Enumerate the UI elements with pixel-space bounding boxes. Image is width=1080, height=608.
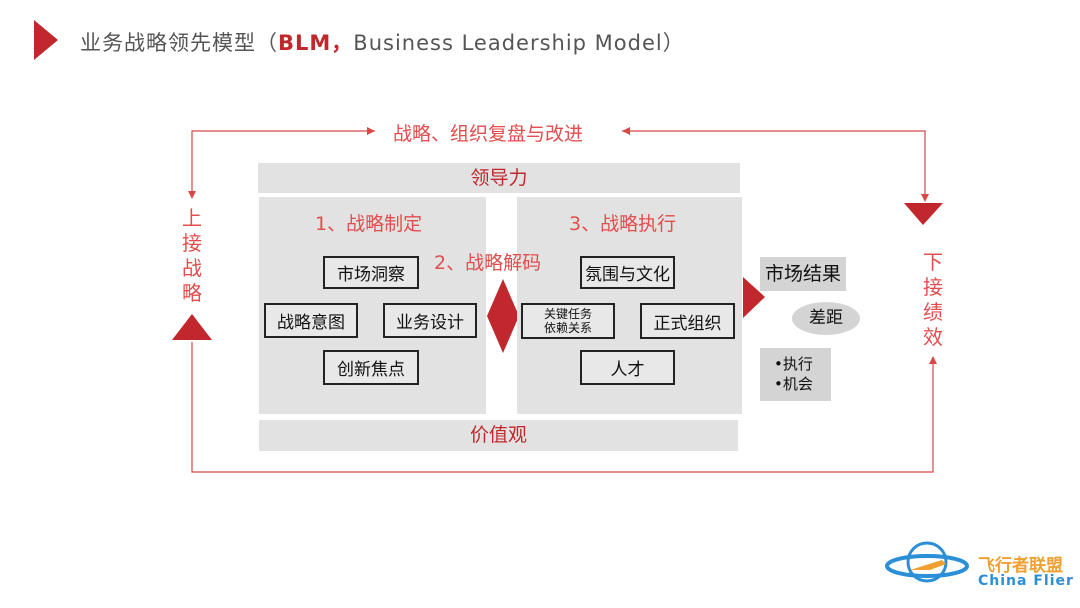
arrowhead-icon — [367, 127, 375, 135]
upstream-strategy-label: 上接战略 — [182, 206, 202, 305]
gap-ellipse: 差距 — [792, 302, 860, 335]
arrowhead-icon — [188, 191, 196, 199]
strategic-intent-box: 战略意图 — [264, 303, 358, 338]
watermark-en: China Flier — [978, 573, 1074, 589]
arrowhead-icon — [929, 356, 937, 364]
page-title: 业务战略领先模型（BLM，Business Leadership Model） — [80, 31, 685, 55]
strategy-decoding-label: 2、战略解码 — [434, 252, 542, 274]
talent-box: 人才 — [580, 350, 675, 385]
climate-culture-box: 氛围与文化 — [580, 256, 675, 289]
china-flier-logo-icon — [885, 541, 969, 583]
opportunity-item: •机会 — [774, 375, 813, 393]
right-triangle-icon — [743, 277, 765, 318]
downstream-performance-label: 下接绩效 — [923, 250, 943, 349]
leadership-band: 领导力 — [258, 163, 740, 193]
market-result-box: 市场结果 — [760, 257, 846, 291]
critical-tasks-label: 关键任务 — [543, 307, 592, 321]
arrowhead-icon — [921, 194, 929, 202]
arrowhead-icon — [622, 127, 630, 135]
title-arrow-icon — [34, 20, 58, 60]
dependencies-label: 依赖关系 — [543, 321, 592, 335]
execution-item: •执行 — [774, 355, 813, 373]
market-insight-box: 市场洞察 — [323, 256, 419, 289]
decode-diamond-icon — [487, 279, 519, 353]
down-triangle-icon — [904, 203, 943, 225]
strategy-formulation-title: 1、战略制定 — [315, 213, 423, 235]
loop-label: 战略、组织复盘与改进 — [393, 123, 584, 145]
critical-tasks-box: 关键任务 依赖关系 — [521, 303, 615, 339]
up-triangle-icon — [172, 314, 212, 340]
watermark-cn: 飞行者联盟 — [978, 556, 1063, 576]
values-band: 价值观 — [259, 420, 738, 451]
strategy-execution-title: 3、战略执行 — [569, 213, 677, 235]
business-design-box: 业务设计 — [383, 303, 477, 338]
execution-opportunity-box: •执行 •机会 — [760, 348, 831, 401]
innovation-focus-box: 创新焦点 — [323, 350, 419, 385]
formal-organization-box: 正式组织 — [640, 303, 735, 339]
